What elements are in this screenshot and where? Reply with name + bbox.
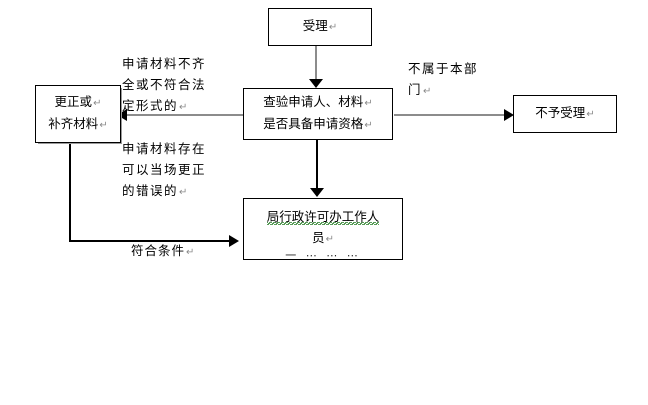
pilcrow-mark: ↵	[186, 247, 196, 258]
edge-label-incomplete-line-3: 定形式的↵	[122, 98, 189, 113]
node-correct-line-2: 补齐材料↵	[48, 116, 108, 131]
pilcrow-mark: ↵	[325, 234, 334, 245]
edge-label-onsite-line-3: 的错误的↵	[122, 183, 189, 198]
edge-label-incomplete-line-1: 申请材料不齐	[122, 56, 207, 71]
edge-verify-to-correct-arrowhead	[117, 109, 127, 121]
edge-accept-to-verify-line	[315, 46, 317, 81]
node-staff-line-1: 局行政许可办工作人	[266, 206, 380, 227]
node-correct-or-supplement-materials[interactable]: 更正或↵ 补齐材料↵	[35, 85, 121, 143]
edge-label-notdept-line-1: 不属于本部	[408, 61, 479, 76]
pilcrow-mark: ↵	[586, 109, 595, 120]
edge-verify-to-correct-line	[126, 114, 246, 116]
node-verify-applicant-materials[interactable]: 查验申请人、材料↵ 是否具备申请资格↵	[243, 88, 393, 140]
edge-label-onsite-line-1: 申请材料存在	[122, 141, 207, 156]
edge-label-onsite-line-2: 可以当场更正	[122, 162, 207, 177]
node-reject-line-1: 不予受理↵	[535, 105, 595, 120]
node-accept-application[interactable]: 受理↵	[268, 8, 372, 46]
edge-correct-to-staff-horizontal-line	[69, 240, 232, 242]
edge-verify-to-reject-arrowhead	[504, 109, 514, 121]
edge-verify-to-reject-line	[394, 114, 507, 116]
edge-label-meets-conditions: 符合条件↵	[131, 240, 195, 263]
pilcrow-mark: ↵	[423, 86, 433, 97]
node-verify-line-2: 是否具备申请资格↵	[263, 116, 373, 131]
node-staff-line-2: 员↵	[312, 230, 334, 245]
edge-label-incomplete-line-2: 全或不符合法	[122, 77, 207, 92]
edge-label-incomplete-materials: 申请材料不齐 全或不符合法 定形式的↵	[122, 53, 206, 118]
node-staff-clipped-line: 一 ⋯ ⋯ ⋯	[285, 250, 361, 258]
edge-correct-to-staff-arrowhead	[229, 235, 239, 247]
pilcrow-mark: ↵	[179, 187, 189, 198]
pilcrow-mark: ↵	[179, 102, 189, 113]
edge-verify-to-staff-arrowhead	[310, 188, 324, 197]
spellcheck-underline: 局行政许可办工作人	[266, 209, 380, 225]
edge-label-not-this-department: 不属于本部 门↵	[408, 58, 478, 102]
pilcrow-mark: ↵	[364, 120, 373, 131]
node-correct-line-1: 更正或↵	[54, 94, 102, 109]
edge-accept-to-verify-arrowhead	[309, 79, 323, 88]
node-accept-line-1: 受理↵	[302, 18, 338, 33]
pilcrow-mark: ↵	[93, 98, 102, 109]
edge-label-qualified-line-1: 符合条件↵	[131, 243, 196, 258]
node-administrative-license-staff[interactable]: 局行政许可办工作人 员↵ 一 ⋯ ⋯ ⋯	[243, 198, 403, 260]
pilcrow-mark: ↵	[99, 120, 108, 131]
node-not-accepted[interactable]: 不予受理↵	[513, 95, 617, 133]
pilcrow-mark: ↵	[364, 98, 373, 109]
edge-correct-to-staff-vertical-line	[69, 143, 71, 242]
edge-label-onsite-correctable: 申请材料存在 可以当场更正 的错误的↵	[122, 138, 206, 203]
edge-label-notdept-line-2: 门↵	[408, 82, 433, 97]
edge-verify-to-staff-line	[316, 140, 318, 190]
pilcrow-mark: ↵	[328, 22, 338, 33]
node-verify-line-1: 查验申请人、材料↵	[263, 94, 373, 109]
